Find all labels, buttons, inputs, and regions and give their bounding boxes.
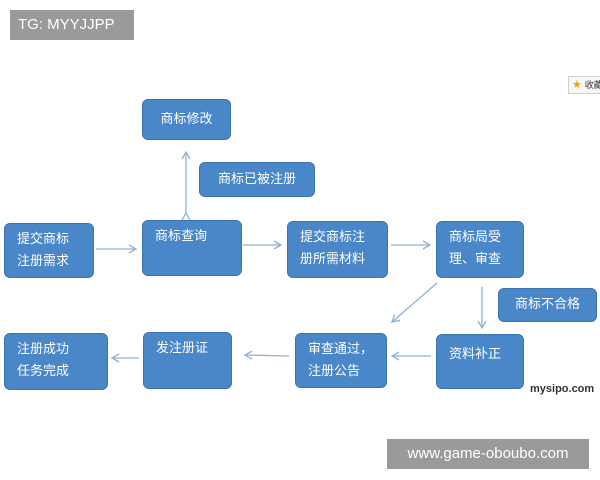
favorite-label: 收藏 <box>584 81 600 91</box>
arrow-accept-to-passed <box>391 282 438 323</box>
star-icon: ★ <box>572 78 582 91</box>
node-trademark-unqualified: 商标不合格 <box>498 288 597 322</box>
node-bureau-accept: 商标局受 理、审查 <box>436 221 524 278</box>
node-registration-success: 注册成功 任务完成 <box>4 333 108 390</box>
node-submit-requirement: 提交商标 注册需求 <box>4 223 94 278</box>
node-review-passed: 审查通过， 注册公告 <box>295 333 387 388</box>
node-issue-certificate: 发注册证 <box>143 332 232 389</box>
watermark-top-label: TG: MYYJJPP <box>10 10 134 40</box>
node-trademark-modify: 商标修改 <box>142 99 231 140</box>
watermark-bottom-label: www.game-oboubo.com <box>387 439 589 469</box>
arrow-passed-to-issue <box>243 350 290 360</box>
node-submit-materials: 提交商标注 册所需材料 <box>287 221 388 278</box>
site-watermark: mysipo.com <box>530 383 595 395</box>
node-trademark-query: 商标查询 <box>142 220 242 276</box>
favorite-button[interactable]: ★ 收藏 <box>568 76 600 94</box>
node-trademark-registered: 商标已被注册 <box>199 162 315 197</box>
node-supplement-documents: 资料补正 <box>436 334 524 389</box>
